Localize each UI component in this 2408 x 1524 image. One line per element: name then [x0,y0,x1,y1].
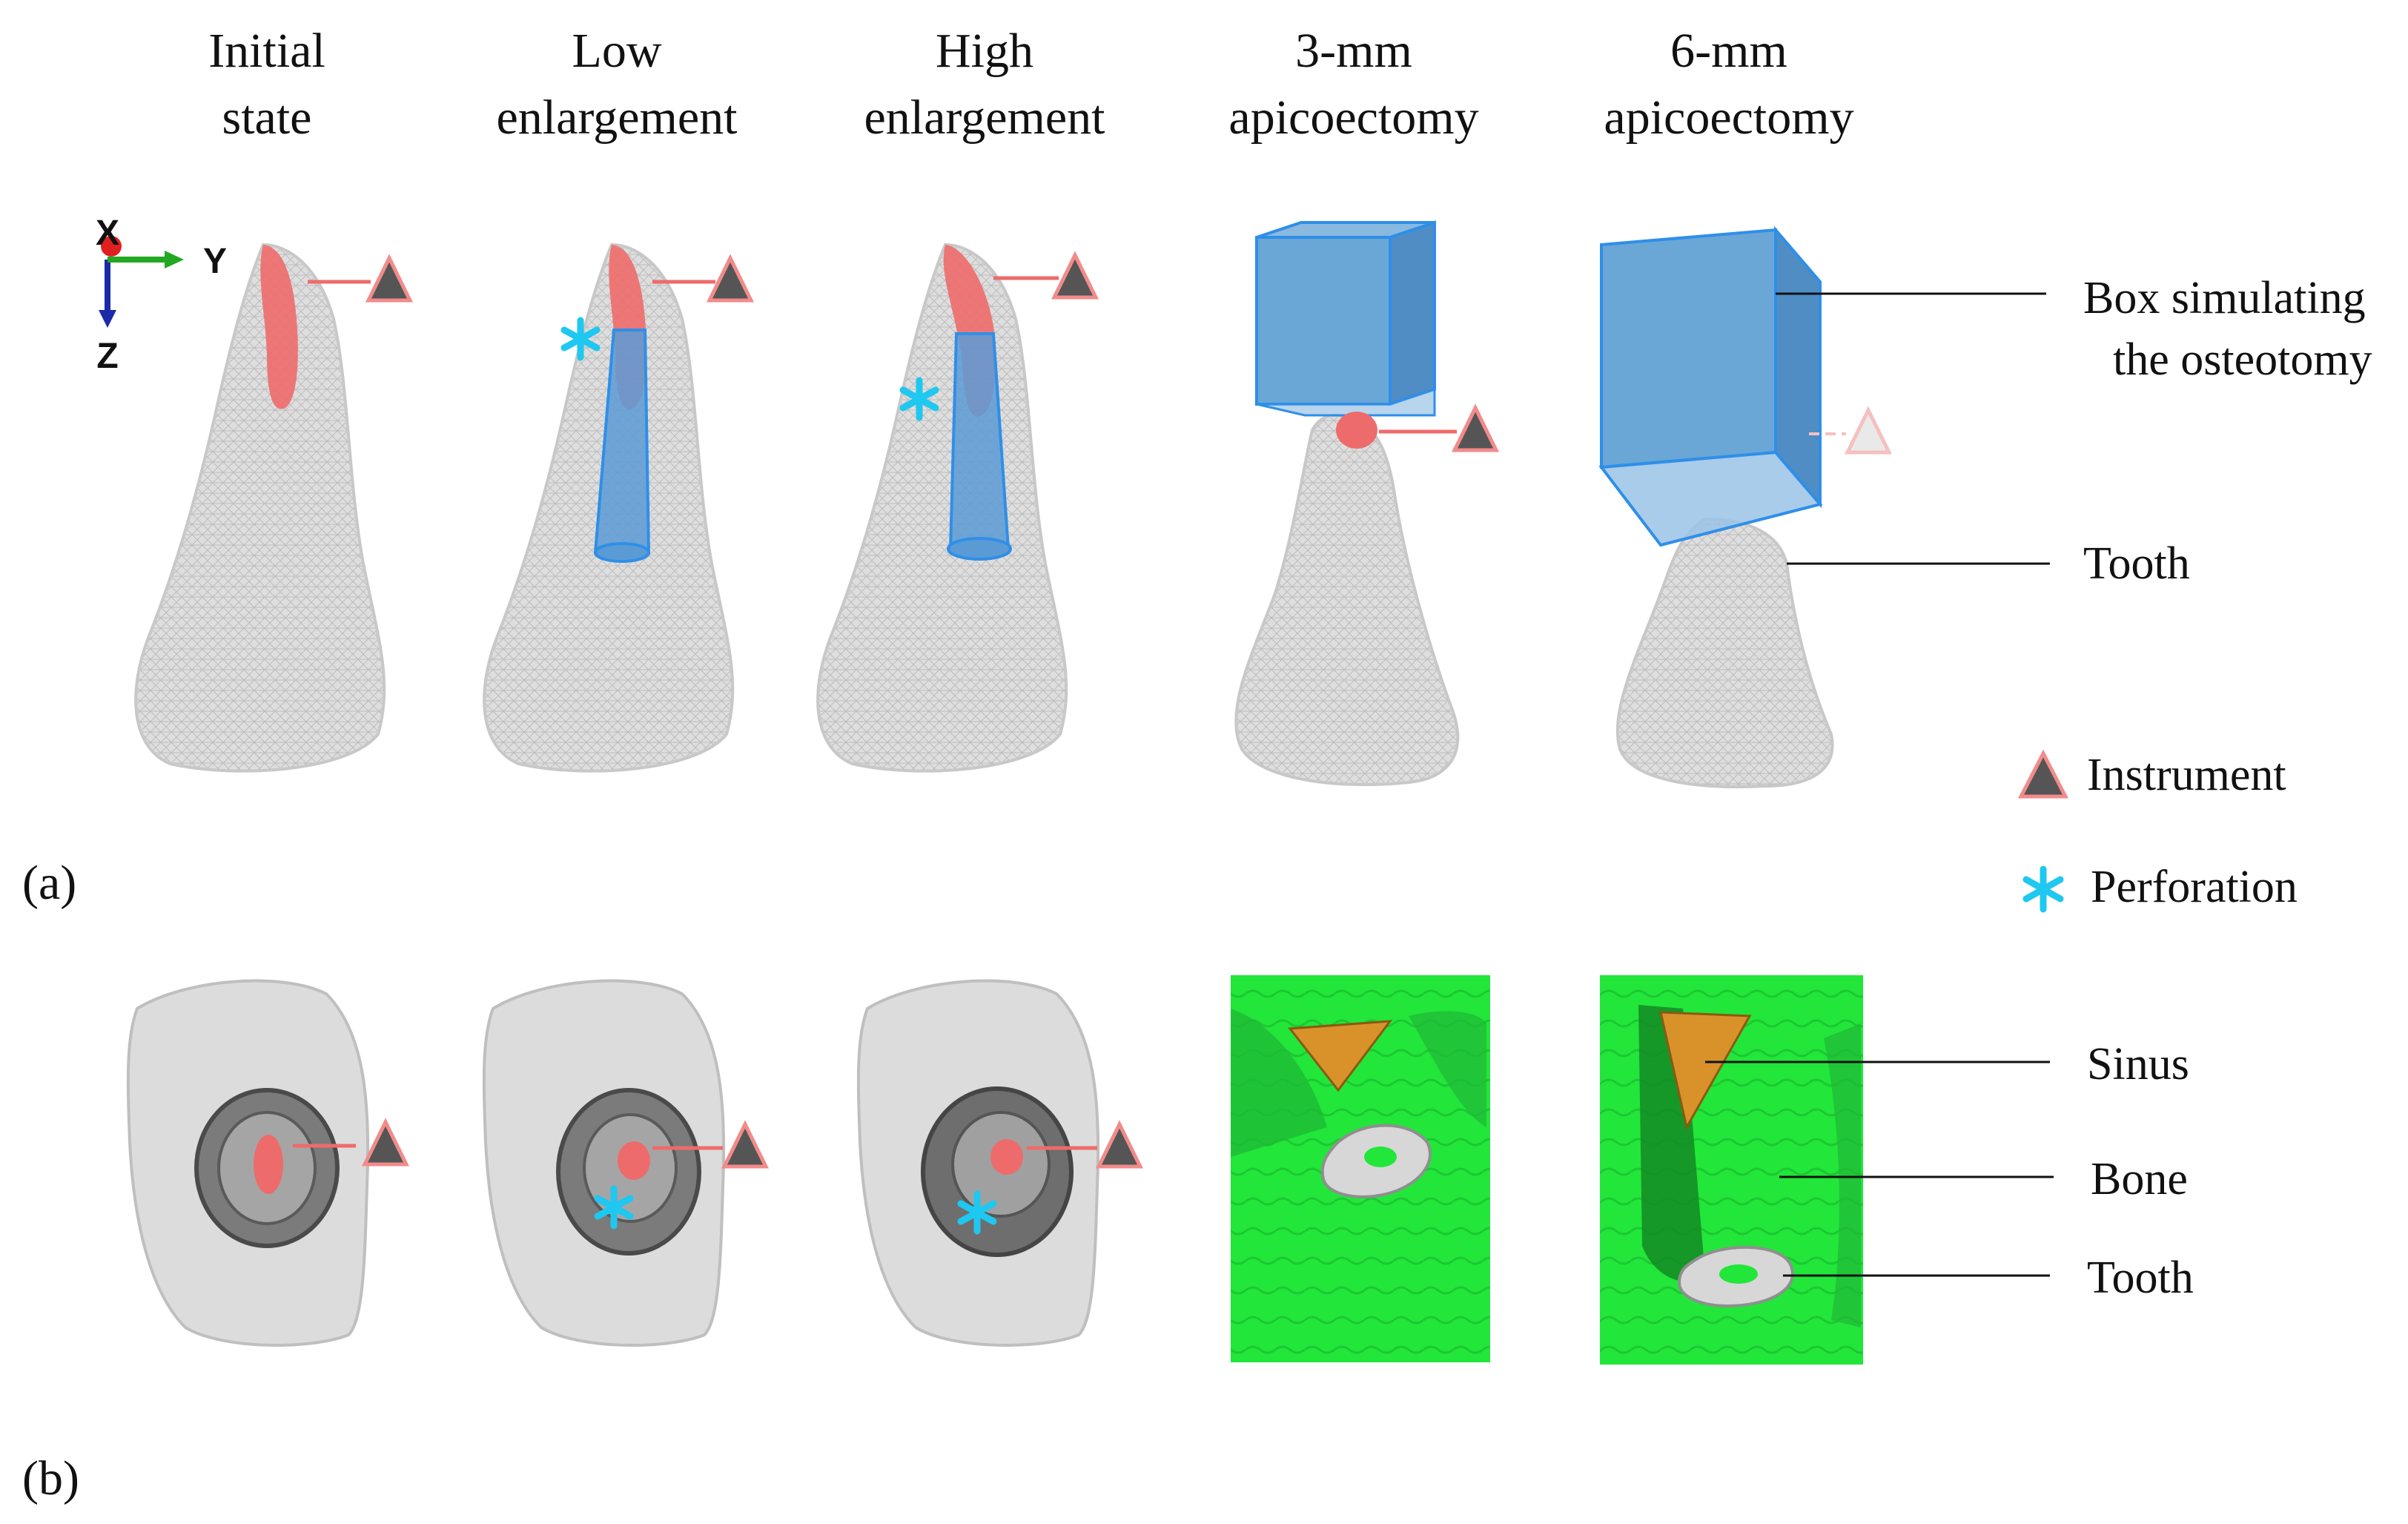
canal-opening [1719,1264,1758,1284]
z-axis-arrow [99,310,116,328]
x-axis-dot [101,236,122,257]
instrument-icon [361,1118,410,1167]
column-titles: Initial state Low enlargement High enlar… [208,24,1853,145]
osteotomy-box-front [1255,236,1392,406]
instrument-icon [365,254,414,303]
tooth-high-enlargement [816,243,1099,773]
section-low-enlargement [482,979,770,1347]
col-title-4-line2: apicoectomy [1228,90,1478,145]
osteotomy-box-bottom [1256,387,1436,417]
perforation-icon [594,1185,634,1230]
legend-perforation-icon [2022,865,2064,913]
cylinder-base [947,537,1012,561]
instrument-body [1336,412,1377,449]
instrument-body [254,1135,283,1194]
col-title-5-line1: 6-mm [1670,24,1787,78]
instrument-icon [1451,403,1500,452]
col-title-2-line1: Low [572,24,662,78]
bone-shadow [1231,1009,1327,1157]
col-title-1-line1: Initial [208,24,325,78]
panel-a: Box simulating the osteotomy Tooth (a) [22,220,2372,910]
sinus-region [1288,1020,1393,1092]
col-title-2-line2: enlargement [497,90,738,145]
canal-opening [1364,1147,1397,1167]
cylinder-base [594,542,650,563]
osteotomy-box-bottom [1598,450,1823,547]
perforation-icon [957,1190,997,1235]
instrument-body [260,245,298,409]
col-title-1-line2: state [222,90,312,145]
instrument-icon [1051,251,1099,300]
col-title-3-line2: enlargement [864,90,1105,145]
tooth-3mm-apicoectomy [1234,220,1500,786]
legend: Instrument Perforation [2017,749,2298,913]
section-high-enlargement [856,979,1144,1347]
instrument-icon [706,254,755,303]
callout-box-line2: the osteotomy [2113,334,2372,385]
bone-shadow [1409,1011,1486,1127]
tooth-6mm-apicoectomy [1598,225,1893,788]
col-title-5-line2: apicoectomy [1604,90,1853,145]
bone-shadow [1638,1005,1705,1281]
instrument-icon [721,1120,770,1169]
legend-instrument-label: Instrument [2087,750,2286,800]
col-title-4-line1: 3-mm [1295,24,1412,78]
callout-sinus: Sinus [2087,1039,2189,1089]
instrument-icon [1095,1120,1144,1169]
osteotomy-box-front [1600,228,1777,469]
tooth-mesh [134,243,386,773]
instrument-body [618,1141,650,1180]
section-6mm-apicoectomy [1600,975,1863,1365]
tooth-low-enlargement [483,243,755,773]
callout-tooth-b: Tooth [2087,1253,2194,1303]
instrument-icon-faded [1844,406,1893,455]
tooth-mesh [1615,517,1834,788]
instrument-body [990,1139,1023,1175]
bone-shadow [1824,1023,1861,1327]
panel-b-label: (b) [22,1451,79,1505]
axis-label-z: Z [96,337,118,376]
perforation-icon [899,377,939,421]
legend-perforation-label: Perforation [2091,862,2298,912]
panel-b: Sinus Bone Tooth (b) [22,975,2194,1505]
axis-label-x: X [96,214,119,253]
axis-triad: X Y Z [96,214,227,376]
panel-a-label: (a) [22,856,76,910]
osteotomy-box-top [1256,221,1435,239]
callout-tooth-a: Tooth [2083,538,2190,589]
callout-box-line1: Box simulating [2083,273,2366,323]
callout-bone: Bone [2091,1154,2188,1204]
col-title-3-line1: High [936,24,1033,78]
section-3mm-apicoectomy [1231,975,1490,1362]
axis-label-y: Y [203,242,227,281]
sinus-region [1659,1011,1752,1131]
section-initial-state [126,979,410,1347]
perforation-icon [560,317,601,361]
legend-instrument-icon [2017,749,2069,799]
osteotomy-box-side [1389,220,1436,406]
tooth-mesh [816,243,1068,773]
y-axis-arrow [165,251,184,268]
tooth-mesh [1234,413,1460,786]
tooth-initial-state [134,243,414,773]
